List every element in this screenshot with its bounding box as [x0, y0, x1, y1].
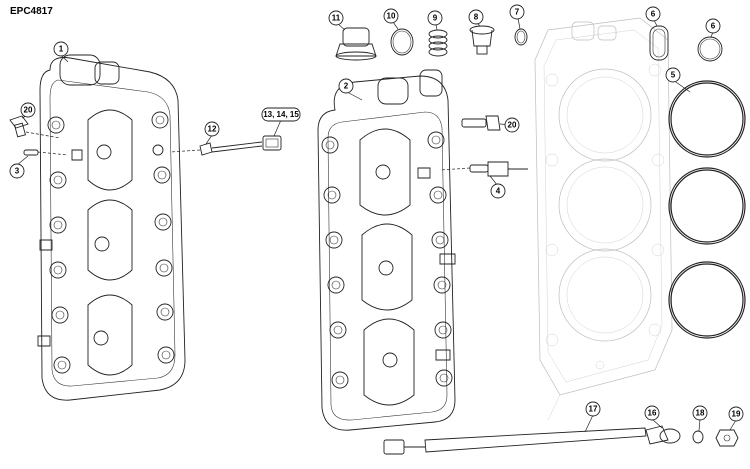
callout-1: 1 — [53, 41, 69, 57]
callout-4: 4 — [490, 183, 506, 199]
nut-19 — [715, 429, 739, 447]
seal-ring-6 — [697, 36, 723, 62]
svg-text:16: 16 — [648, 409, 657, 418]
gasket-10 — [390, 28, 414, 56]
thermostat-cover-11 — [335, 27, 377, 61]
callout-13-14-15: 13, 14, 15 — [261, 107, 301, 122]
sensor-12 — [199, 141, 263, 156]
callout-9: 9 — [427, 10, 443, 26]
callout-5: 5 — [665, 67, 681, 83]
svg-text:6: 6 — [651, 10, 656, 19]
svg-text:17: 17 — [589, 405, 598, 414]
svg-text:7: 7 — [515, 8, 520, 17]
svg-text:20: 20 — [24, 106, 33, 115]
svg-text:8: 8 — [474, 13, 479, 22]
svg-text:5: 5 — [671, 71, 676, 80]
callout-3: 3 — [9, 163, 25, 179]
svg-text:12: 12 — [208, 125, 217, 134]
callout-8: 8 — [468, 9, 484, 25]
svg-text:13, 14, 15: 13, 14, 15 — [263, 110, 299, 119]
svg-text:19: 19 — [732, 410, 741, 419]
svg-text:6: 6 — [711, 22, 716, 31]
svg-text:2: 2 — [344, 82, 349, 91]
svg-text:18: 18 — [696, 409, 705, 418]
callout-10: 10 — [383, 8, 399, 24]
thermostat-8 — [469, 25, 495, 55]
diagram-code: EPC4817 — [10, 6, 53, 17]
callout-17: 17 — [585, 401, 601, 417]
cylinder-block-ghost — [534, 17, 673, 421]
callout-6b: 6 — [705, 18, 721, 34]
gasket-6-oval — [649, 25, 669, 61]
cylinder-head-left — [37, 54, 186, 401]
svg-text:10: 10 — [387, 12, 396, 21]
svg-text:11: 11 — [332, 14, 341, 23]
spring-9 — [428, 29, 448, 57]
callout-19: 19 — [728, 406, 744, 422]
connector-13-14-15 — [262, 135, 282, 151]
sensor-4 — [469, 161, 528, 177]
callout-20a: 20 — [20, 102, 36, 118]
callout-11: 11 — [328, 10, 344, 26]
callout-16: 16 — [644, 405, 660, 421]
callout-7: 7 — [509, 4, 525, 20]
knock-sensor-harness — [383, 425, 681, 455]
svg-text:4: 4 — [496, 187, 501, 196]
bolt-20-right — [461, 115, 501, 131]
svg-text:3: 3 — [15, 167, 20, 176]
callout-18: 18 — [692, 405, 708, 421]
svg-text:1: 1 — [59, 45, 64, 54]
cylinder-head-right — [317, 69, 456, 431]
svg-text:9: 9 — [433, 14, 438, 23]
callout-12: 12 — [204, 121, 220, 137]
o-ring-set — [668, 80, 746, 339]
svg-text:20: 20 — [508, 121, 517, 130]
bolt-20-left — [9, 115, 29, 138]
pin-3 — [23, 149, 39, 156]
callout-20b: 20 — [504, 117, 520, 133]
callout-2: 2 — [338, 78, 354, 94]
washer-7 — [514, 28, 528, 46]
callout-6a: 6 — [645, 6, 661, 22]
washer-18 — [692, 430, 704, 444]
